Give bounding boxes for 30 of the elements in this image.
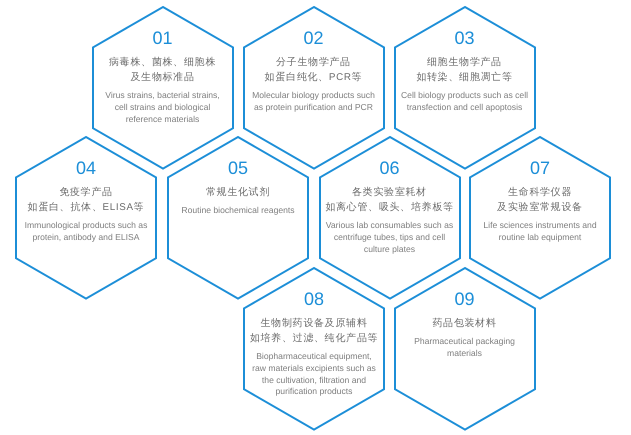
category-title: 生命科学仪器及实验室常规设备 (497, 186, 583, 214)
category-title: 药品包装材料 (432, 316, 497, 330)
step-number: 06 (379, 157, 400, 179)
category-description: Molecular biology products such as protein purification and PCR (252, 90, 375, 114)
category-title: 常规生化试剂 (206, 186, 270, 200)
category-title: 病毒株、菌株、细胞株及生物标准品 (109, 56, 216, 84)
category-description: Life sciences instruments and routine lab equipment (483, 220, 597, 244)
category-description: Routine biochemical reagents (181, 205, 295, 217)
category-title: 各类实验室耗材如离心管、吸头、培养板等 (325, 186, 454, 214)
category-title: 细胞生物学产品如转染、细胞凋亡等 (416, 56, 513, 84)
category-description: Virus strains, bacterial strains, cell strains and biological reference materials (105, 90, 220, 126)
step-number: 09 (454, 288, 475, 310)
category-description: Pharmaceutical packaging materials (414, 336, 515, 360)
category-description: Cell biology products such as cell transfection and cell apoptosis (400, 90, 528, 114)
category-title: 免疫学产品如蛋白、抗体、ELISA等 (28, 186, 144, 214)
step-number: 07 (530, 157, 550, 179)
step-number: 02 (303, 27, 324, 49)
category-title: 分子生物学产品如蛋白纯化、PCR等 (264, 56, 362, 84)
hexagon (15, 136, 157, 300)
category-title: 生物制药设备及原辅料如培养、过滤、纯化产品等 (250, 316, 378, 346)
hexagon (243, 267, 385, 431)
step-number: 08 (304, 288, 324, 310)
category-description: Immunological products such as protein, antibody and ELISA (24, 220, 148, 244)
step-number: 03 (454, 27, 475, 49)
step-number: 01 (152, 27, 173, 49)
step-number: 04 (76, 157, 96, 179)
hexagon (394, 267, 536, 431)
category-description: Various lab consumables such as centrifuge tubes, tips and cell culture plates (326, 220, 454, 256)
category-description: Biopharmaceutical equipment, raw materials excipients such as the cultivation, filtration and purification products (252, 351, 376, 398)
step-number: 05 (228, 157, 248, 179)
